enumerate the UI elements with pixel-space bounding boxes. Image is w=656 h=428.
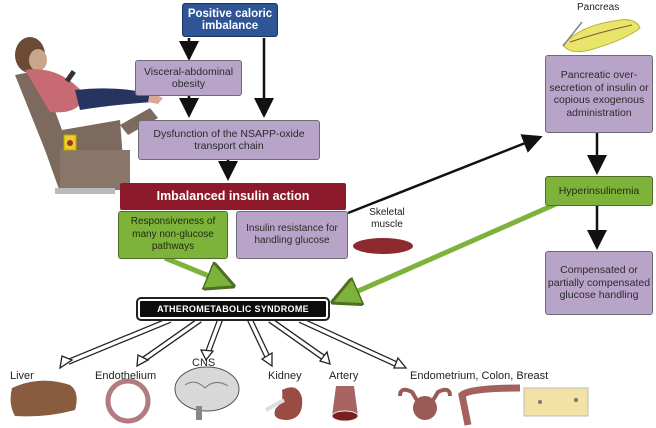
arrow-to-endometrium xyxy=(299,318,399,367)
arrow-to-kidney xyxy=(248,319,270,359)
node-positive-caloric-imbalance: Positive caloric imbalance xyxy=(182,3,278,37)
arrow-to-liver xyxy=(67,318,171,364)
node-hyperinsulinemia: Hyperinsulinemia xyxy=(545,176,653,206)
node-non-glucose-pathways: Responsiveness of many non-glucose pathw… xyxy=(118,211,228,259)
skeletal-muscle-illustration xyxy=(353,238,413,254)
arrow-hyper-syndrome xyxy=(340,201,558,299)
node-insulin-resistance: Insulin resistance for handling glucose xyxy=(236,211,348,259)
node-atherometabolic-syndrome: ATHEROMETABOLIC SYNDROME xyxy=(136,297,330,321)
target-liver: Liver xyxy=(10,370,34,382)
target-kidney: Kidney xyxy=(268,370,302,382)
arrow-to-endothelium xyxy=(141,318,202,362)
target-artery: Artery xyxy=(329,370,359,382)
target-endometrium-colon-breast: Endometrium, Colon, Breast xyxy=(410,370,549,382)
brain-illustration xyxy=(174,366,240,420)
target-cns: CNS xyxy=(192,357,216,369)
node-visceral-abdominal-obesity: Visceral-abdominal obesity xyxy=(135,60,242,96)
arrow-to-cns xyxy=(206,319,222,353)
arrow-to-artery xyxy=(268,318,326,360)
uterus-illustration xyxy=(398,387,452,420)
pancreas-illustration xyxy=(562,19,641,53)
breast-illustration xyxy=(523,387,589,417)
arrow-resistance-pancreatic xyxy=(347,134,543,215)
arrow-responsiveness-syndrome xyxy=(164,255,226,283)
label-skeletal-muscle: Skeletal muscle xyxy=(369,207,405,230)
node-pancreatic-oversecretion: Pancreatic over-secretion of insulin or … xyxy=(545,55,653,133)
endothelium-illustration xyxy=(105,378,151,424)
node-compensated-glucose-handling: Compensated or partially compensated glu… xyxy=(545,251,653,315)
liver-illustration xyxy=(10,380,77,417)
label-pancreas: Pancreas xyxy=(577,2,620,13)
node-nsapp-oxide-dysfunction: Dysfunction of the NSAPP-oxide transport… xyxy=(138,120,320,160)
target-endothelium: Endothelium xyxy=(95,370,157,382)
artery-illustration xyxy=(331,386,359,422)
node-imbalanced-insulin-action: Imbalanced insulin action xyxy=(120,183,346,210)
colon-illustration xyxy=(458,384,521,426)
kidney-illustration xyxy=(265,387,303,420)
